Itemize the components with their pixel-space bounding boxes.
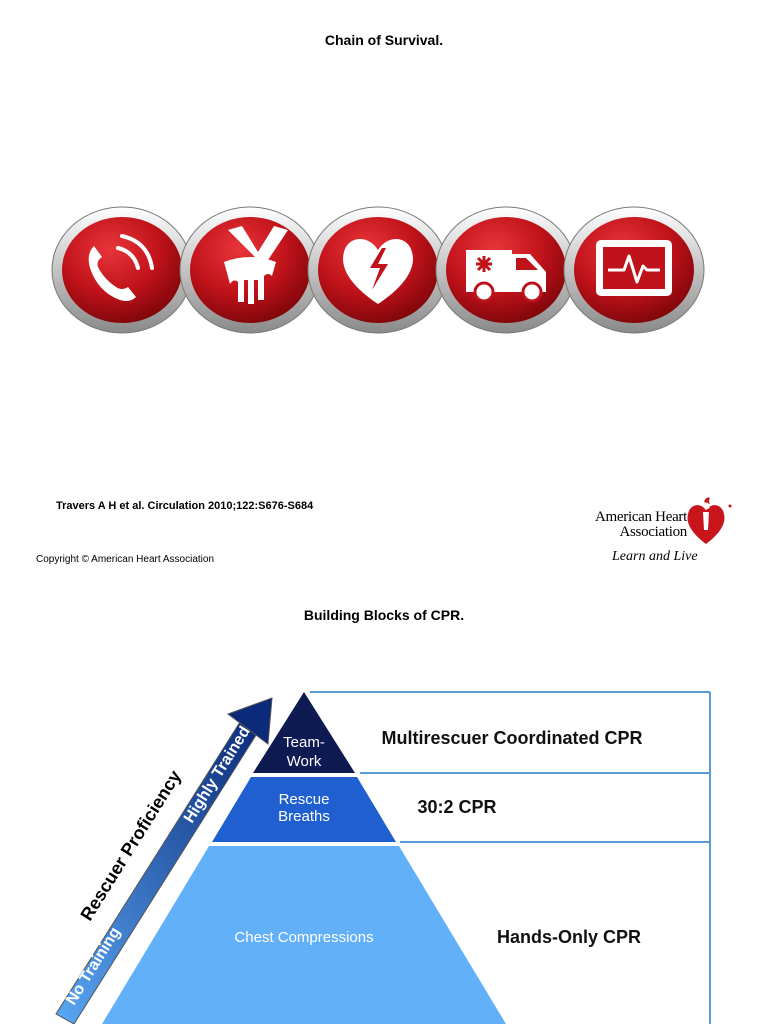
building-blocks-title: Building Blocks of CPR.: [303, 607, 465, 623]
chain-link-2: [179, 206, 321, 334]
aha-logo-tagline: Learn and Live: [612, 549, 698, 564]
chain-link-1: [51, 206, 193, 334]
chain-of-survival-title: Chain of Survival.: [324, 32, 444, 48]
level-label-30-2: 30:2 CPR: [417, 797, 496, 817]
chain-of-survival-graphic: [51, 206, 705, 334]
chain-link-5: [563, 206, 705, 334]
heart-monitor-icon: [596, 240, 672, 296]
tier-teamwork-line1: Team-: [283, 734, 325, 751]
pyramid-tier-chest-compressions: [102, 846, 506, 1024]
pyramid-tier-teamwork: [253, 692, 355, 773]
cpr-pyramid-diagram: Team- Work Rescue Breaths Chest Compress…: [55, 691, 711, 1024]
aha-logo-line1: American Heart: [595, 509, 687, 525]
level-label-hands-only: Hands-Only CPR: [497, 927, 641, 947]
phone-icon: [88, 234, 154, 301]
heart-defibrillation-icon: [343, 238, 413, 304]
label-frame: [310, 691, 711, 1024]
cpr-hands-icon: [224, 226, 288, 304]
ambulance-icon: [466, 250, 546, 303]
tier-chest-label: Chest Compressions: [234, 929, 373, 946]
aha-logo: American Heart Association Learn and Liv…: [572, 496, 737, 570]
level-label-multirescuer: Multirescuer Coordinated CPR: [381, 728, 642, 748]
citation-text: Travers A H et al. Circulation 2010;122:…: [56, 500, 314, 512]
tier-teamwork-line2: Work: [287, 753, 322, 770]
proficiency-arrow: [55, 697, 273, 1024]
heart-torch-icon: [687, 497, 732, 544]
tier-rescue-line1: Rescue: [279, 791, 330, 808]
copyright-text: Copyright © American Heart Association: [36, 554, 215, 565]
chain-link-4: [435, 206, 577, 334]
pyramid-tier-rescue-breaths: [212, 777, 396, 842]
aha-logo-line2: Association: [619, 524, 687, 540]
arrow-label-no-training: No Training: [63, 924, 124, 1008]
chain-link-3: [307, 206, 449, 334]
tier-rescue-line2: Breaths: [278, 808, 330, 825]
